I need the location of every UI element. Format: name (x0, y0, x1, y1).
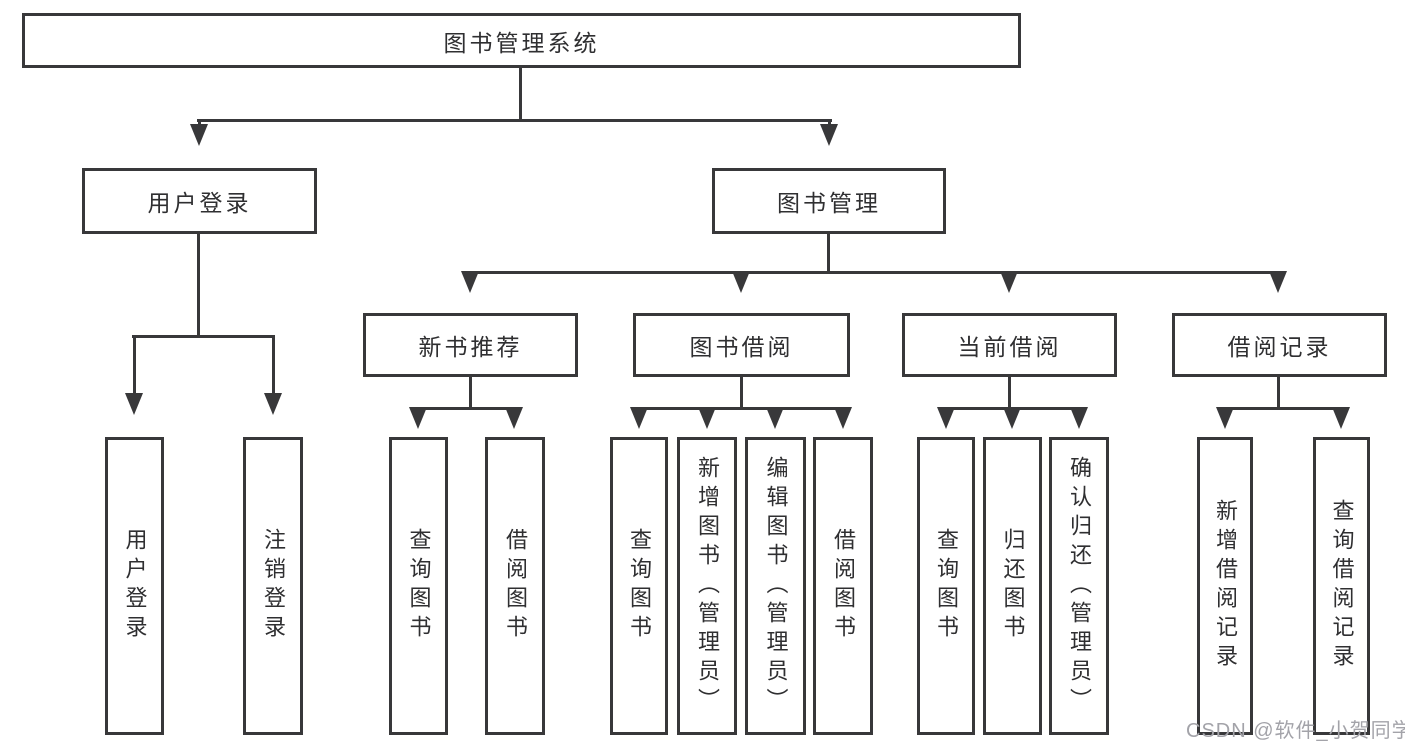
arrowhead-icon (834, 407, 852, 451)
arrow-down-icon (125, 335, 143, 437)
arrow-down-icon (1000, 271, 1018, 313)
leaf-query-books-borrowing: 查询图书 (610, 437, 668, 735)
node-current-borrowing: 当前借阅 (902, 313, 1117, 377)
arrowhead-icon (505, 407, 523, 451)
leaf-edit-books-admin: 编辑图书（管理员） (745, 437, 806, 735)
arrowhead-icon (190, 124, 208, 168)
arrowhead-icon (409, 407, 427, 451)
connector-line (1008, 375, 1011, 410)
arrowhead-icon (1332, 407, 1350, 451)
leaf-query-books-current: 查询图书 (917, 437, 975, 735)
watermark: CSDN @软件_小贺同学 (1186, 720, 1405, 742)
arrowhead-icon (1070, 407, 1088, 451)
arrow-down-icon (834, 407, 852, 437)
arrow-down-icon (1216, 407, 1234, 437)
connector-line (417, 407, 518, 410)
leaf-confirm-return-admin: 确认归还（管理员） (1049, 437, 1109, 735)
node-label: 图书管理 (777, 190, 881, 216)
node-label: 确认归还（管理员） (1067, 455, 1092, 717)
connector-line (740, 375, 743, 410)
arrow-down-icon (698, 407, 716, 437)
arrow-down-icon (630, 407, 648, 437)
leaf-query-books-recommend: 查询图书 (389, 437, 448, 735)
arrow-down-icon (190, 119, 208, 168)
arrow-stem (271, 335, 275, 393)
arrow-down-icon (820, 119, 838, 168)
arrow-down-icon (264, 335, 282, 437)
arrowhead-icon (732, 271, 750, 315)
arrow-down-icon (461, 271, 479, 313)
node-label: 新增借阅记录 (1213, 499, 1238, 673)
connector-line (197, 119, 832, 122)
arrowhead-icon (698, 407, 716, 451)
leaf-logout: 注销登录 (243, 437, 303, 735)
node-book-management: 图书管理 (712, 168, 946, 234)
connector-line (132, 335, 275, 338)
node-label: 新增图书（管理员） (695, 455, 720, 717)
arrowhead-icon (1000, 271, 1018, 315)
leaf-add-borrow-record: 新增借阅记录 (1197, 437, 1253, 735)
arrow-down-icon (766, 407, 784, 437)
node-label: 查询借阅记录 (1329, 499, 1355, 673)
arrow-down-icon (409, 407, 427, 437)
arrow-down-icon (732, 271, 750, 313)
node-label: 用户登录 (122, 528, 148, 644)
arrow-down-icon (1070, 407, 1088, 437)
arrow-stem (197, 119, 201, 124)
node-label: 借阅记录 (1227, 334, 1332, 360)
leaf-query-borrow-record: 查询借阅记录 (1313, 437, 1370, 735)
node-label: 查询图书 (406, 528, 432, 644)
leaf-add-books-admin: 新增图书（管理员） (677, 437, 737, 735)
arrow-down-icon (1332, 407, 1350, 437)
arrowhead-icon (461, 271, 479, 315)
connector-line (1224, 407, 1344, 410)
leaf-borrow-books-borrowing: 借阅图书 (813, 437, 873, 735)
arrow-stem (827, 119, 831, 124)
node-label: 借阅图书 (503, 528, 528, 644)
node-label: 图书管理系统 (443, 29, 600, 56)
node-book-borrowing: 图书借阅 (633, 313, 850, 377)
connector-line (1277, 375, 1280, 410)
connector-line (827, 232, 830, 274)
arrow-down-icon (937, 407, 955, 437)
arrow-down-icon (505, 407, 523, 437)
connector-line (469, 375, 472, 410)
leaf-borrow-books-recommend: 借阅图书 (485, 437, 545, 735)
arrow-stem (132, 335, 136, 393)
node-label: 用户登录 (147, 190, 252, 216)
arrow-down-icon (1003, 407, 1021, 437)
arrowhead-icon (766, 407, 784, 451)
connector-line (197, 232, 200, 338)
node-label: 查询图书 (627, 528, 652, 644)
leaf-user-login: 用户登录 (105, 437, 164, 735)
connector-line (519, 66, 522, 122)
arrowhead-icon (630, 407, 648, 451)
node-label: 新书推荐 (418, 334, 523, 360)
node-label: 编辑图书（管理员） (763, 455, 789, 717)
arrowhead-icon (1269, 271, 1287, 315)
node-label: 当前借阅 (957, 334, 1062, 360)
node-borrowing-records: 借阅记录 (1172, 313, 1387, 377)
node-label: 图书借阅 (689, 334, 794, 360)
node-label: 借阅图书 (831, 528, 856, 644)
arrowhead-icon (820, 124, 838, 168)
connector-line (469, 271, 1281, 274)
node-new-book-recommendation: 新书推荐 (363, 313, 578, 377)
node-user-login: 用户登录 (82, 168, 317, 234)
node-label: 查询图书 (934, 528, 959, 644)
arrowhead-icon (937, 407, 955, 451)
node-root-library-management-system: 图书管理系统 (22, 13, 1021, 68)
leaf-return-books: 归还图书 (983, 437, 1042, 735)
connector-line (638, 407, 846, 410)
arrowhead-icon (125, 393, 143, 437)
arrow-down-icon (1269, 271, 1287, 313)
arrowhead-icon (1003, 407, 1021, 451)
node-label: 注销登录 (261, 528, 286, 644)
node-label: 归还图书 (1000, 528, 1026, 644)
arrowhead-icon (1216, 407, 1234, 451)
arrowhead-icon (264, 393, 282, 437)
